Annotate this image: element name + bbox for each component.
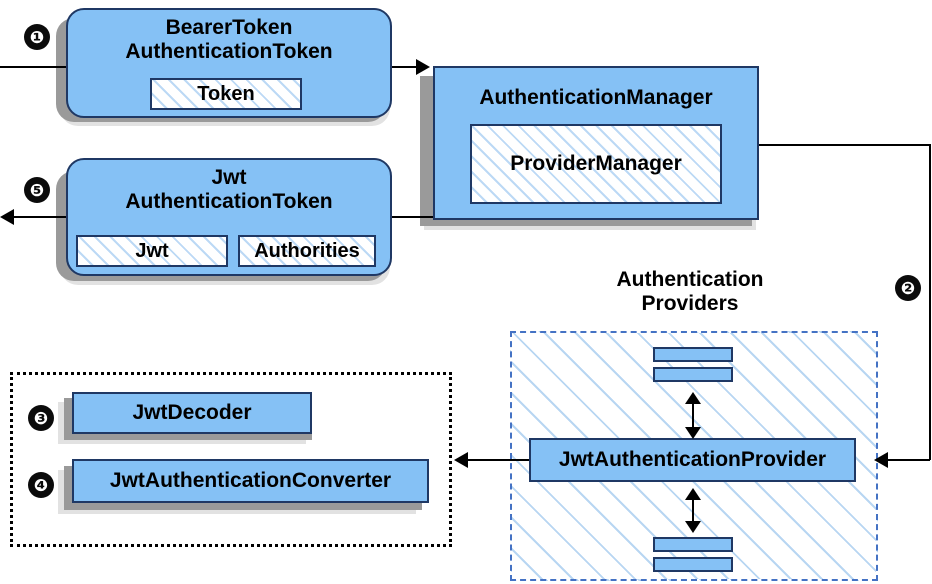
providers-group-label-line2: Providers — [641, 292, 739, 316]
inner-box-provider-manager[interactable]: ProviderManager — [470, 124, 722, 204]
inner-box-jwt-label: Jwt — [135, 239, 169, 262]
jwt-authentication-provider-label: JwtAuthenticationProvider — [558, 448, 827, 471]
arrow-to-authentication-manager — [416, 59, 430, 75]
connector-bearer-token-to-manager — [392, 66, 422, 68]
arrow-provider-link-bottom-up — [685, 488, 701, 500]
inner-box-authorities[interactable]: Authorities — [238, 235, 376, 267]
badge-step-3-label: ❸ — [33, 408, 49, 428]
connector-provider-link-top — [692, 398, 694, 432]
node-jwt-authentication-converter[interactable]: JwtAuthenticationConverter — [72, 459, 429, 503]
bearer-token-title-line1: BearerToken — [165, 16, 293, 39]
connector-provider-to-support-components — [468, 459, 530, 461]
providers-group-label: Authentication Providers — [560, 268, 820, 316]
connector-right-vertical — [929, 144, 931, 460]
connector-manager-to-jwt-token — [392, 216, 436, 218]
provider-placeholder-bar-top-1 — [653, 347, 733, 362]
bearer-token-title-line2: AuthenticationToken — [125, 40, 333, 63]
inner-box-provider-manager-label: ProviderManager — [510, 152, 682, 175]
inner-box-jwt[interactable]: Jwt — [76, 235, 228, 267]
providers-group-label-line1: Authentication — [616, 268, 764, 291]
connector-jwt-token-to-output — [12, 216, 72, 218]
arrow-provider-link-top-up — [685, 392, 701, 404]
badge-step-2: ❷ — [895, 275, 921, 301]
provider-placeholder-bar-top-2 — [653, 367, 733, 382]
arrow-provider-link-bottom-down — [685, 521, 701, 533]
node-jwt-decoder[interactable]: JwtDecoder — [72, 392, 312, 434]
jwt-decoder-label: JwtDecoder — [132, 401, 252, 424]
jwt-token-title-line2: AuthenticationToken — [125, 190, 333, 213]
inner-box-token[interactable]: Token — [150, 78, 302, 110]
provider-placeholder-bar-bottom-1 — [653, 537, 733, 552]
jwt-support-components-container — [10, 372, 452, 547]
badge-step-2-label: ❷ — [900, 278, 916, 298]
inner-box-authorities-label: Authorities — [254, 239, 360, 262]
badge-step-4: ❹ — [28, 472, 54, 498]
node-jwt-authentication-provider[interactable]: JwtAuthenticationProvider — [529, 438, 856, 482]
inner-box-token-label: Token — [197, 82, 255, 105]
connector-input-to-bearer-token — [0, 66, 70, 68]
badge-step-1: ❶ — [24, 24, 50, 50]
jwt-authentication-converter-label: JwtAuthenticationConverter — [109, 469, 392, 492]
badge-step-1-label: ❶ — [29, 27, 45, 47]
badge-step-5-label: ❺ — [29, 180, 45, 200]
badge-step-4-label: ❹ — [33, 475, 49, 495]
authentication-manager-title: AuthenticationManager — [479, 86, 713, 109]
arrow-into-support-components — [454, 452, 468, 468]
badge-step-3: ❸ — [28, 405, 54, 431]
jwt-token-title-line1: Jwt — [211, 166, 247, 189]
arrow-output-left — [0, 209, 14, 225]
connector-right-into-provider — [888, 459, 930, 461]
arrow-into-jwt-authentication-provider — [874, 452, 888, 468]
connector-manager-right — [757, 144, 930, 146]
provider-placeholder-bar-bottom-2 — [653, 557, 733, 572]
arrow-provider-link-top-down — [685, 427, 701, 439]
connector-provider-link-bottom — [692, 494, 694, 526]
badge-step-5: ❺ — [24, 177, 50, 203]
